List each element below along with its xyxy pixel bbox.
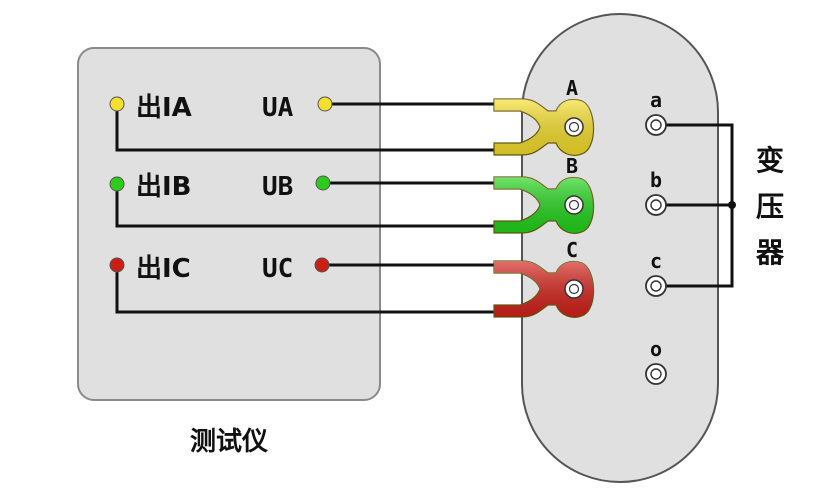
transformer-caption-char-3: 器 [755,236,785,269]
tester-row-c: 出IC UC [109,254,330,284]
terminal-ia-dot[interactable] [109,96,125,112]
transformer-terminal-b[interactable]: b [645,168,667,216]
transformer-caption-char-2: 压 [756,190,784,223]
transformer-terminal-o[interactable]: o [645,337,667,385]
clamp-a-label: A [566,76,578,100]
terminal-ua-label: UA [262,93,294,123]
terminal-ub-dot[interactable] [315,175,331,191]
wire-ic-to-clamp-c [115,265,500,314]
clamp-c-shade [494,261,594,318]
transformer-body [521,13,719,483]
transformer-terminal-o-ring-inner [650,368,662,380]
clamp-b[interactable]: B [493,154,595,234]
clamp-b-shade [494,177,594,234]
transformer-terminal-o-ring [645,363,667,385]
terminal-ua-dot[interactable] [317,96,333,112]
clamp-a[interactable]: A [493,76,595,156]
terminal-ia-label: 出IA [136,93,192,123]
terminal-uc-label: UC [262,254,293,284]
transformer-terminal-c-label: c [650,249,662,273]
transformer-caption: 变 压 器 [755,144,785,269]
transformer-terminal-o-label: o [650,337,662,361]
clamp-c-ring [564,279,584,299]
tester-row-b: 出IB UB [109,172,331,202]
transformer-terminal-group: a b c o [645,88,667,385]
junction-dot [728,201,736,209]
clamp-a-ring [564,117,584,137]
wire-ia-to-clamp-a [115,104,500,152]
transformer-terminal-a-ring-inner [650,119,662,131]
clamp-c-ring-inner [568,283,580,295]
clamp-b-ring [564,195,584,215]
transformer-terminal-a-label: a [650,88,662,112]
terminal-uc-dot[interactable] [314,257,330,273]
tester-caption: 测试仪 [190,427,269,457]
clamp-a-ring-inner [568,121,580,133]
transformer-terminal-a-ring [645,114,667,136]
terminal-ic-label: 出IC [136,254,191,284]
clamp-b-label: B [566,154,578,178]
transformer-terminal-c-ring-inner [650,280,662,292]
clamp-c-label: C [566,238,578,262]
clamp-b-ring-inner [568,199,580,211]
transformer-terminal-b-label: b [650,168,662,192]
clamp-group: A B C [493,76,595,318]
transformer-terminal-c[interactable]: c [645,249,667,297]
terminal-ib-label: 出IB [136,172,192,202]
transformer-caption-char-1: 变 [756,144,784,177]
transformer-terminal-c-ring [645,275,667,297]
terminal-ib-dot[interactable] [109,176,125,192]
transformer-terminal-a[interactable]: a [645,88,667,136]
clamp-c[interactable]: C [493,238,595,318]
wire-group [115,102,734,314]
clamp-a-shade [494,99,594,156]
transformer-terminal-b-ring-inner [650,199,662,211]
terminal-ic-dot[interactable] [109,257,125,273]
tester-row-a: 出IA UA [109,93,333,123]
terminal-ub-label: UB [262,172,293,202]
transformer-terminal-b-ring [645,194,667,216]
wire-ib-to-clamp-b [115,184,500,228]
